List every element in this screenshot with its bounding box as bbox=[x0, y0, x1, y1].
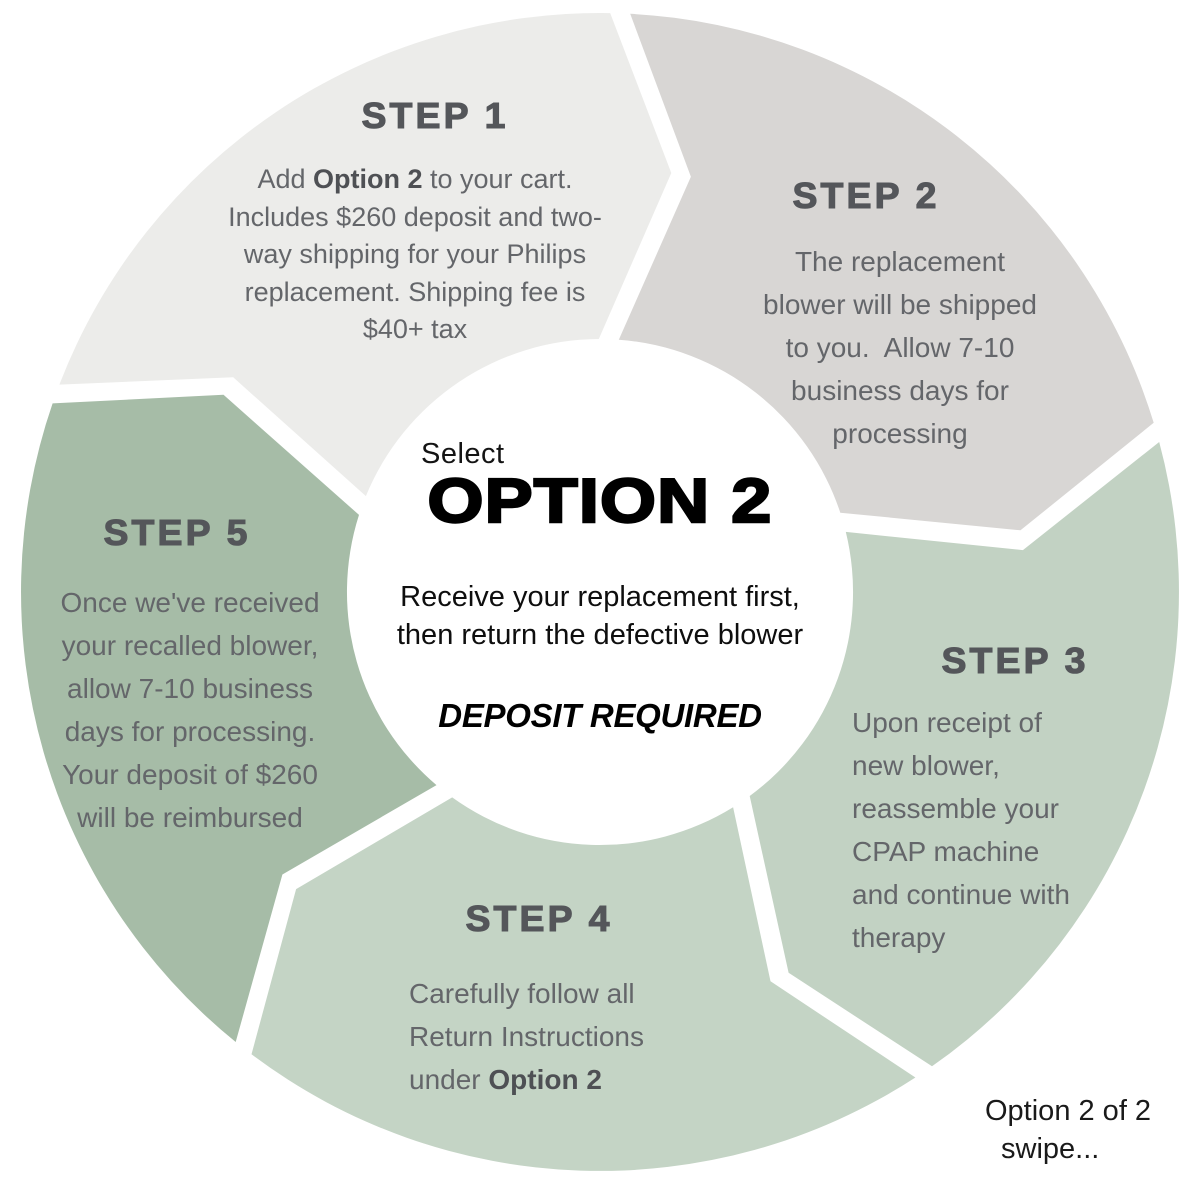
swipe-hint: swipe... bbox=[1001, 1133, 1100, 1165]
center-subtitle-line-2: then return the defective blower bbox=[396, 619, 804, 651]
step-1-line-3: way shipping for your Philips bbox=[243, 239, 587, 269]
wheel-segment-step-1 bbox=[59, 13, 672, 497]
step-5-line-3: allow 7-10 business bbox=[67, 673, 313, 704]
deposit-required-badge: DEPOSIT REQUIRED bbox=[438, 697, 762, 734]
step-1-line-1: Add Option 2 to your cart. bbox=[257, 164, 573, 194]
step-3-line-3: reassemble your bbox=[852, 793, 1059, 824]
wheel-segment-step-4 bbox=[251, 797, 916, 1171]
step-2-line-2: blower will be shipped bbox=[763, 289, 1037, 320]
step-5-title: STEP 5 bbox=[103, 511, 251, 553]
wheel-segment-step-5 bbox=[21, 394, 437, 1042]
step-2-line-4: business days for bbox=[791, 375, 1009, 406]
step-2-line-1: The replacement bbox=[794, 246, 1006, 277]
center-kicker: Select bbox=[421, 438, 505, 470]
step-3-line-6: therapy bbox=[852, 922, 946, 953]
step-3-description: Upon receipt of new blower, reassemble y… bbox=[852, 701, 1152, 959]
step-4-title: STEP 4 bbox=[465, 897, 613, 939]
step-5-line-6: will be reimbursed bbox=[77, 802, 303, 833]
center-option-title: OPTION 2 bbox=[426, 466, 773, 537]
step-3-line-2: new blower, bbox=[852, 750, 1000, 781]
step-2-description: The replacement blower will be shipped t… bbox=[728, 240, 1072, 455]
step-1-line-5: $40+ tax bbox=[362, 314, 468, 344]
step-4-line-3: under Option 2 bbox=[409, 1064, 602, 1095]
step-3-line-1: Upon receipt of bbox=[852, 707, 1042, 738]
wheel-segment-step-2 bbox=[618, 13, 1154, 531]
step-4-line-2: Return Instructions bbox=[409, 1021, 644, 1052]
center-subtitle-line-1: Receive your replacement first, bbox=[400, 581, 800, 613]
step-1-title: STEP 1 bbox=[361, 94, 509, 136]
center-subtitle: Receive your replacement first, then ret… bbox=[250, 578, 950, 654]
step-5-description: Once we've received your recalled blower… bbox=[32, 581, 348, 839]
step-5-line-1: Once we've received bbox=[60, 587, 320, 618]
step-1-description: Add Option 2 to your cart. Includes $260… bbox=[190, 161, 640, 349]
pagination-hint: Option 2 of 2 swipe... bbox=[985, 1092, 1151, 1168]
step-5-line-4: days for processing. bbox=[64, 716, 316, 747]
step-1-bold-option: Option 2 bbox=[312, 164, 423, 194]
step-2-line-3: to you. Allow 7-10 bbox=[785, 332, 1015, 363]
step-4-line-1: Carefully follow all bbox=[409, 978, 635, 1009]
step-1-line-2: Includes $260 deposit and two- bbox=[228, 201, 602, 232]
step-5-line-5: Your deposit of $260 bbox=[62, 759, 318, 790]
step-4-bold-option: Option 2 bbox=[488, 1064, 602, 1095]
step-3-line-5: and continue with bbox=[852, 879, 1070, 910]
step-2-title: STEP 2 bbox=[792, 174, 940, 216]
step-5-line-2: your recalled blower, bbox=[61, 630, 319, 661]
step-3-title: STEP 3 bbox=[941, 639, 1089, 681]
step-3-line-4: CPAP machine bbox=[852, 836, 1040, 867]
pagination-label: Option 2 of 2 bbox=[985, 1095, 1152, 1127]
step-1-line-4: replacement. Shipping fee is bbox=[244, 276, 586, 307]
wheel-segment-step-3 bbox=[749, 442, 1179, 1067]
step-4-description: Carefully follow all Return Instructions… bbox=[409, 972, 729, 1101]
step-2-line-5: processing bbox=[832, 418, 968, 449]
